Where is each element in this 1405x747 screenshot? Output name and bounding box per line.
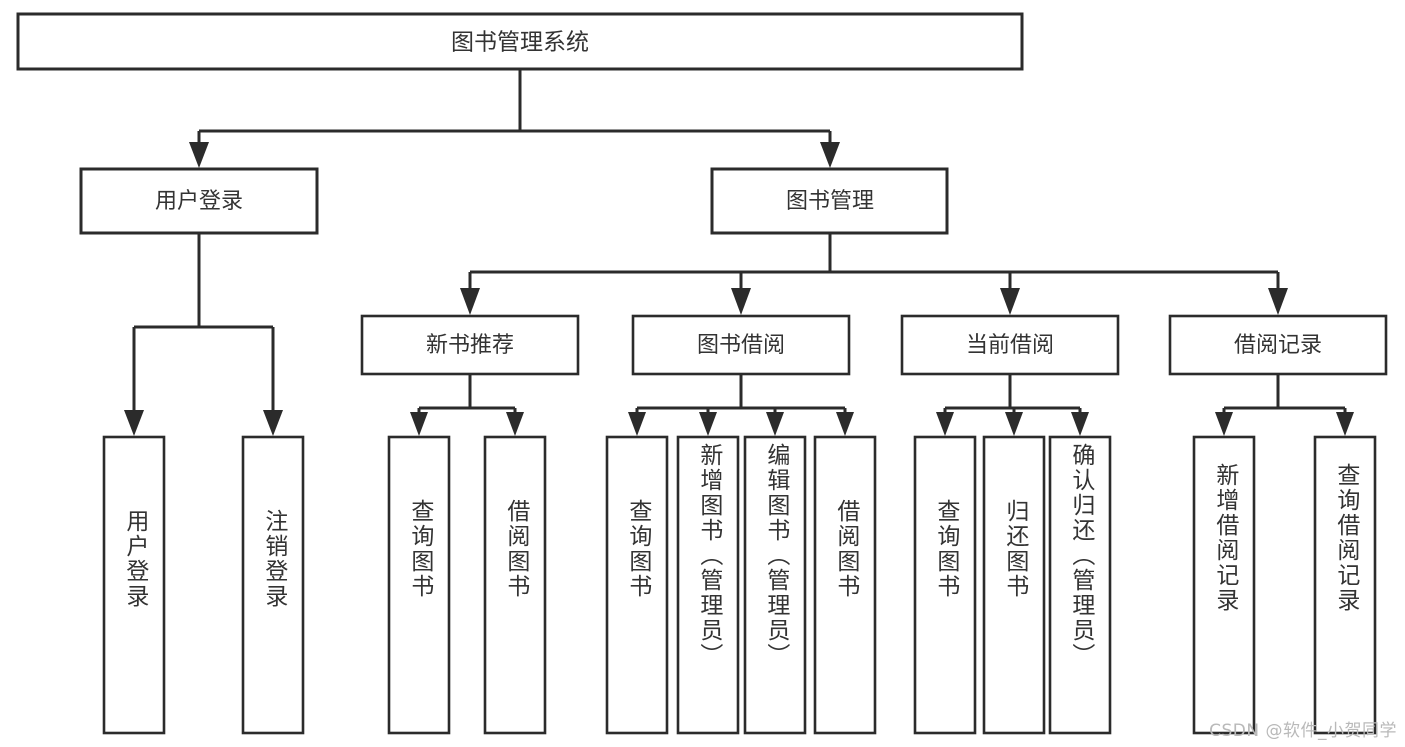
- leaf-box-add-book[interactable]: [676, 435, 740, 735]
- arrowhead-icon: [1005, 412, 1023, 436]
- arrowhead-icon: [410, 412, 428, 436]
- arrowhead-icon: [936, 412, 954, 436]
- node-new-book-recommend-box[interactable]: [360, 314, 580, 376]
- connector-group-book-borrow: [628, 374, 854, 436]
- arrowhead-icon: [1215, 412, 1233, 436]
- connector-group-root: [189, 69, 840, 168]
- node-book-management[interactable]: 图书管理: [710, 167, 949, 235]
- node-borrow-record-box[interactable]: [1168, 314, 1388, 376]
- leaf-box-query-book-1[interactable]: [387, 435, 451, 735]
- leaf-box-add-record[interactable]: [1192, 435, 1256, 735]
- node-current-borrow[interactable]: 当前借阅: [900, 314, 1120, 376]
- node-book-management-label: 图书管理: [786, 189, 874, 214]
- leaf-box-return-book[interactable]: [982, 435, 1046, 735]
- node-root-label: 图书管理系统: [451, 30, 589, 56]
- leaf-box-borrow-book-1[interactable]: [483, 435, 547, 735]
- node-new-book-recommend-label: 新书推荐: [426, 333, 514, 358]
- node-user-login-box[interactable]: [79, 167, 319, 235]
- node-book-borrow-box[interactable]: [631, 314, 851, 376]
- leaf-box-confirm-return[interactable]: [1048, 435, 1112, 735]
- connector-group-user-login: [124, 233, 283, 436]
- arrowhead-icon: [1071, 412, 1089, 436]
- leaf-box-user-logout[interactable]: [241, 435, 305, 735]
- node-root[interactable]: 图书管理系统: [16, 12, 1024, 71]
- leaf-box-user-login[interactable]: [102, 435, 166, 735]
- arrowhead-icon: [699, 412, 717, 436]
- leaf-box-borrow-book-2[interactable]: [813, 435, 877, 735]
- node-root-box[interactable]: [16, 12, 1024, 71]
- node-borrow-record-label: 借阅记录: [1234, 333, 1322, 358]
- arrowhead-icon: [1336, 412, 1354, 436]
- connector-group-new-book-recommend: [410, 374, 524, 436]
- node-current-borrow-label: 当前借阅: [966, 333, 1054, 358]
- arrowhead-icon: [189, 142, 209, 168]
- leaf-boxes: [102, 435, 1377, 735]
- arrowhead-icon: [628, 412, 646, 436]
- connector-group-book-management: [460, 233, 1288, 315]
- node-current-borrow-box[interactable]: [900, 314, 1120, 376]
- node-user-login[interactable]: 用户登录: [79, 167, 319, 235]
- leaf-box-query-book-2[interactable]: [605, 435, 669, 735]
- arrowhead-icon: [731, 288, 751, 315]
- node-new-book-recommend[interactable]: 新书推荐: [360, 314, 580, 376]
- arrowhead-icon: [820, 142, 840, 168]
- leaf-box-edit-book[interactable]: [743, 435, 807, 735]
- arrowhead-icon: [124, 410, 144, 436]
- node-book-borrow[interactable]: 图书借阅: [631, 314, 851, 376]
- arrowhead-icon: [263, 410, 283, 436]
- leaf-box-query-book-3[interactable]: [913, 435, 977, 735]
- connector-group-current-borrow: [936, 374, 1089, 436]
- watermark-text: CSDN @软件_小贺同学: [1209, 721, 1397, 741]
- arrowhead-icon: [766, 412, 784, 436]
- node-book-management-box[interactable]: [710, 167, 949, 235]
- connector-group-borrow-record: [1215, 374, 1354, 436]
- node-user-login-label: 用户登录: [155, 189, 243, 214]
- arrowhead-icon: [836, 412, 854, 436]
- arrowhead-icon: [506, 412, 524, 436]
- arrowhead-icon: [1268, 288, 1288, 315]
- arrowhead-icon: [1000, 288, 1020, 315]
- node-book-borrow-label: 图书借阅: [697, 333, 785, 358]
- node-borrow-record[interactable]: 借阅记录: [1168, 314, 1388, 376]
- leaf-box-query-record[interactable]: [1313, 435, 1377, 735]
- arrowhead-icon: [460, 288, 480, 315]
